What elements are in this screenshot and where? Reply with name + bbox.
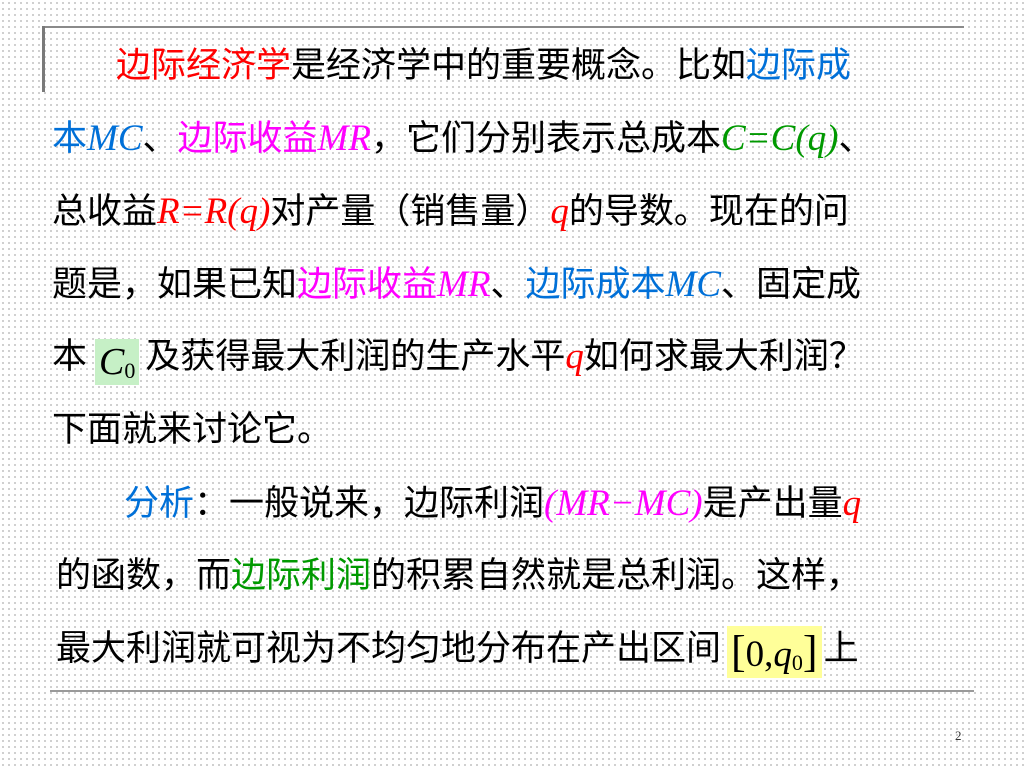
p2-line-3: 最大利润就可视为不均匀地分布在产出区间[0,q0]上: [56, 626, 859, 678]
symbol-mr: MR: [317, 118, 371, 159]
symbol-q: q: [550, 191, 569, 232]
formula-total-cost: C=C(q): [721, 118, 839, 159]
interval-0-q0: [0,q0]: [727, 626, 822, 678]
p1-line-1: 边际经济学是经济学中的重要概念。比如边际成: [116, 46, 852, 86]
bottom-rule: [50, 690, 974, 692]
page-number: 2: [955, 728, 962, 743]
p1-line-6: 下面就来讨论它。: [52, 410, 333, 450]
top-rule: [44, 26, 964, 28]
p2-line-1: 分析：一般说来，边际利润(MR−MC)是产出量q: [124, 483, 862, 524]
p2-line-2: 的函数，而边际利润的积累自然就是总利润。这样，: [56, 556, 862, 596]
term-marginal-revenue: 边际收益: [177, 119, 318, 159]
symbol-mc: MC: [87, 118, 143, 159]
p1-line-4: 题是，如果已知边际收益MR、边际成本MC、固定成: [52, 264, 862, 305]
term-marginal-cost-2: 边际成本: [525, 265, 666, 305]
formula-marginal-profit: (MR−MC): [544, 483, 703, 524]
term-marginal-revenue-2: 边际收益: [297, 265, 438, 305]
left-rule: [42, 26, 45, 92]
term-analysis: 分析: [124, 484, 195, 524]
term-marginal-profit: 边际利润: [231, 556, 372, 596]
term-marginal-economics: 边际经济学: [116, 46, 292, 86]
term-marginal-cost: 边际成: [746, 46, 852, 86]
p1-line-3: 总收益R=R(q)对产量（销售量）q的导数。现在的问: [52, 191, 849, 232]
fixed-cost-c0: C0: [95, 339, 140, 385]
formula-total-revenue: R=R(q): [157, 191, 271, 232]
p1-line-2: 本MC、边际收益MR，它们分别表示总成本C=C(q)、: [52, 118, 874, 159]
